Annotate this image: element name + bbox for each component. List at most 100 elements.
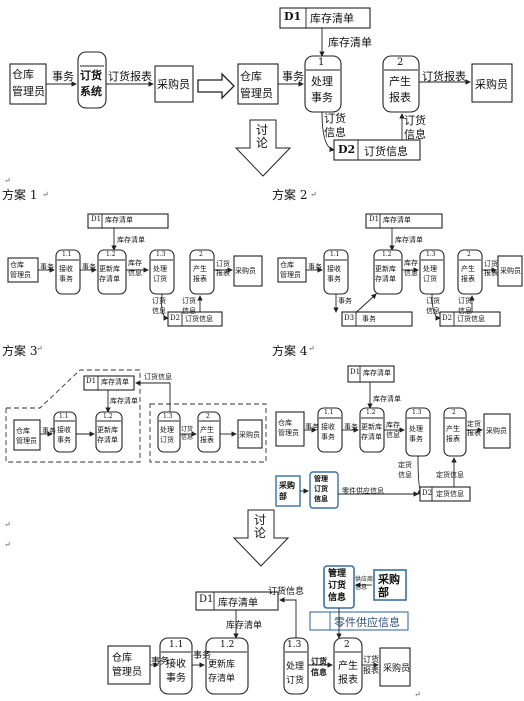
plan3-buyer-label: 采购员	[239, 431, 260, 439]
plan4-buyer-dept	[275, 475, 301, 507]
tx-flow-label-2: 事务	[282, 70, 304, 83]
plan4-manage-label: 管理订货信息	[314, 474, 328, 503]
discuss-label-2: 讨论	[254, 513, 267, 540]
plan2-d2-name: 订货信息	[457, 315, 485, 323]
plan3-p12-name: 更新库存清单	[97, 426, 118, 444]
discuss-arrow-2	[232, 509, 290, 567]
plan4-d1-store	[347, 365, 395, 383]
plan1-p12-name: 更新库存清单	[99, 265, 120, 283]
plan4-stock-flow: 库存清单	[373, 395, 401, 403]
plan2-stock-info: 库存信息	[404, 259, 418, 277]
plan2-d1-id: D1	[369, 215, 380, 223]
final-buyer	[379, 647, 411, 687]
final-buyer-label: 采购员	[383, 664, 411, 674]
clerk-label-2: 仓库管理员	[240, 70, 273, 100]
plan1-d1-id: D1	[91, 215, 102, 223]
plan1-d2-store	[167, 311, 223, 327]
d2-store	[333, 139, 421, 161]
plan4-parts-flow: 零件供应信息	[342, 487, 384, 495]
para-mark-2: ↵	[42, 190, 49, 199]
plan3-d1-name: 库存清单	[101, 378, 129, 386]
plan1-d1-name: 库存清单	[105, 216, 133, 224]
plan4-p2	[443, 407, 467, 457]
plan4-clerk-label: 仓库管理员	[278, 419, 299, 437]
final-parts-box	[309, 611, 409, 631]
p1-no: 1	[318, 57, 325, 68]
plan2-p13-name: 处理订货	[423, 265, 437, 283]
clerk-entity	[9, 63, 47, 105]
d2-id: D2	[338, 143, 356, 156]
plan3-d1-id: D1	[86, 377, 97, 385]
plan2-tx-down: 事务	[338, 297, 352, 305]
plan4-report: 定货报表	[467, 420, 481, 437]
final-order-flow: 订货信息	[311, 656, 327, 677]
d1-store	[279, 7, 371, 29]
plan2-d3-store	[341, 311, 413, 327]
plan1-p12	[97, 249, 127, 295]
final-tx2: 事务	[193, 651, 212, 661]
plan3-p2-name: 产生报表	[200, 426, 214, 444]
discuss-label-1: 讨论	[256, 123, 269, 150]
plan1-p2-name: 产生报表	[193, 265, 207, 283]
plan3-clerk-label: 仓库管理员	[16, 427, 37, 445]
plan1-p2-no: 2	[199, 251, 203, 258]
d1-id: D1	[284, 10, 302, 23]
plan3-p11-no: 1.1	[59, 413, 69, 420]
final-p13-no: 1.3	[287, 640, 302, 650]
plan1-buyer	[233, 255, 263, 287]
plan1-p2	[189, 249, 215, 295]
plan2-d2-id: D2	[442, 314, 453, 322]
buyer-entity-2	[471, 63, 513, 103]
plan1-d2-id: D2	[170, 314, 181, 322]
plan4-p2-no: 2	[452, 409, 456, 416]
plan3-p11	[53, 411, 77, 453]
plan4-d1-name: 库存清单	[363, 369, 391, 377]
final-p11-no: 1.1	[169, 640, 184, 650]
plan4-p2-name: 产生报表	[446, 425, 460, 443]
plan4-d2-id: D2	[422, 489, 433, 497]
plan2-d3-name: 事务	[362, 315, 376, 323]
plan4-p11-name: 接收事务	[321, 423, 335, 441]
plan3-d1-store	[83, 375, 135, 391]
plan1-p11-no: 1.1	[62, 251, 72, 258]
plan4-buyer	[483, 413, 511, 449]
plan4-d1-id: D1	[350, 368, 361, 376]
transform-arrow	[197, 72, 235, 100]
plan1-p12-no: 1.2	[106, 251, 116, 258]
plan1-d2-name: 订货信息	[185, 315, 213, 323]
plan2-d3-id: D3	[344, 314, 355, 322]
final-p2-no: 2	[344, 640, 350, 650]
plan2-stock-flow: 库存清单	[395, 236, 423, 244]
final-buyer-dept	[373, 569, 407, 601]
plan4-p11-no: 1.1	[324, 409, 334, 416]
plan3-p13-name: 处理订货	[160, 426, 174, 444]
plan1-p13-no: 1.3	[156, 251, 166, 258]
plan3-tx: 事务	[42, 427, 56, 435]
final-tx: 事务	[151, 657, 170, 667]
plan2-p2-name: 产生报表	[461, 265, 475, 283]
plan1-tx: 事务	[40, 263, 54, 271]
order-system-label: 订货系统	[80, 69, 102, 98]
final-manage-label: 管理订货信息	[328, 569, 347, 603]
plan2-tx: 事务	[308, 263, 322, 271]
order-info-b: 订货信息	[404, 114, 426, 141]
plan2-p11-no: 1.1	[330, 251, 340, 258]
final-d1-name: 库存清单	[218, 598, 258, 609]
plan3-order-info: 订货信息	[144, 373, 172, 381]
plan1-p11	[55, 249, 81, 295]
plan4-buyer-dept-label: 采购部	[279, 480, 295, 501]
plan1-buyer-label: 采购员	[235, 267, 256, 275]
para-mark-5: ↵	[308, 344, 315, 353]
plan1-order-b: 订货信息	[182, 297, 196, 315]
final-p13-name: 处理订货	[286, 662, 305, 686]
plan1-d1-store	[87, 213, 169, 229]
plan4-heading: 方案 4	[272, 344, 308, 358]
plan4-p13-no: 1.3	[412, 409, 422, 416]
plan1-tx2: 事务	[82, 263, 96, 271]
plan2-p11-name: 接收事务	[327, 265, 341, 283]
plan2-p12	[373, 249, 403, 295]
plan4-manage-order	[309, 471, 339, 509]
final-d1-id: D1	[199, 594, 214, 605]
plan1-report: 订货报表	[216, 260, 230, 277]
plan4-order-a: 定货信息	[398, 461, 412, 479]
